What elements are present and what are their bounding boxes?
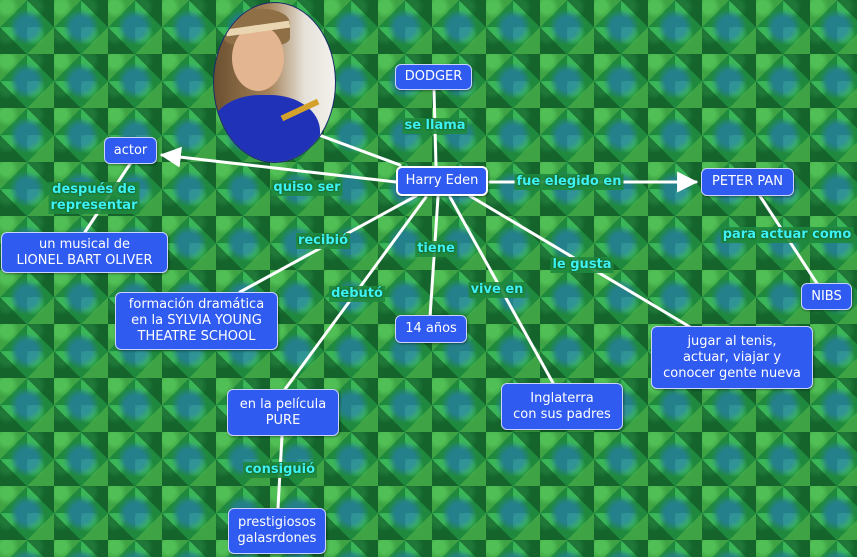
concept-formacion[interactable]: formación dramática en la SYLVIA YOUNG T… (115, 292, 278, 350)
concept-gustos[interactable]: jugar al tenis, actuar, viajar y conocer… (651, 326, 813, 389)
link-label-para-actuar: para actuar como (721, 227, 854, 243)
link-label-tiene: tiene (415, 241, 457, 257)
concept-inglaterra[interactable]: Inglaterra con sus padres (501, 383, 623, 430)
link-label-debuto: debutó (329, 286, 385, 302)
concept-dodger[interactable]: DODGER (395, 64, 472, 90)
link-label-despues: después de representar (49, 182, 140, 214)
harry-photo (213, 2, 336, 163)
link-label-recibio: recibió (296, 233, 350, 249)
link-label-quiso-ser: quiso ser (271, 180, 342, 196)
link-label-fue-elegido: fue elegido en (515, 174, 624, 190)
link-label-se-llama: se llama (402, 118, 467, 134)
concept-pelicula[interactable]: en la película PURE (227, 389, 339, 436)
concept-actor[interactable]: actor (104, 137, 157, 164)
concept-harry-eden[interactable]: Harry Eden (396, 166, 488, 196)
concept-edad[interactable]: 14 años (395, 315, 467, 343)
link-label-vive-en: vive en (469, 282, 526, 298)
link-line-tiene (430, 197, 438, 317)
concept-premios[interactable]: prestigiosos galasrdones (228, 508, 326, 554)
concept-nibs[interactable]: NIBS (801, 283, 852, 310)
concept-peter-pan[interactable]: PETER PAN (701, 168, 794, 196)
link-label-le-gusta: le gusta (550, 257, 613, 273)
link-label-consiguio: consiguió (243, 462, 317, 478)
concept-musical[interactable]: un musical de LIONEL BART OLIVER (1, 232, 168, 273)
